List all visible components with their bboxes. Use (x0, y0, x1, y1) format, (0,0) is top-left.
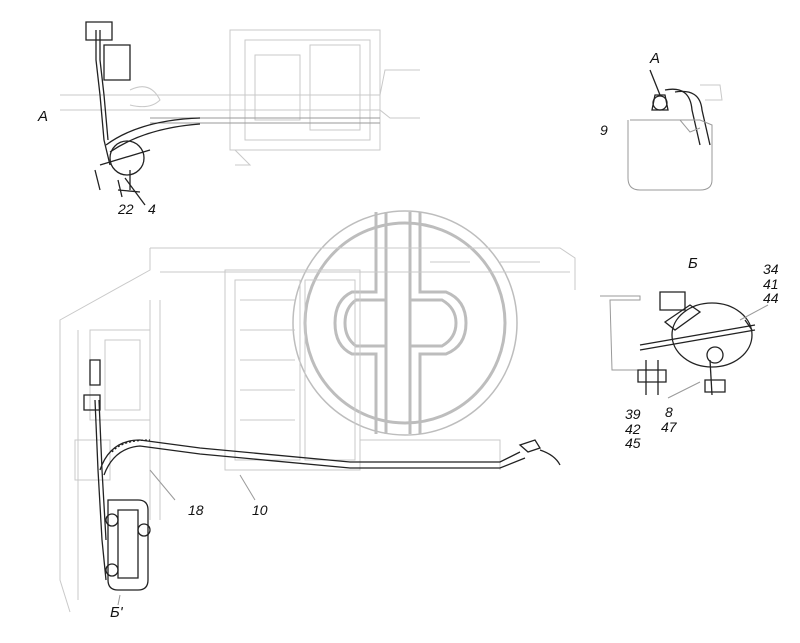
bottom-view-frame (59, 247, 576, 613)
top-view-pipes (85, 21, 201, 206)
view-a-marker-top: А (38, 108, 49, 125)
part-41-label: 41 (763, 276, 779, 292)
view-b-marker-bottom: Б' (110, 604, 123, 621)
view-b-detail-title: Б (688, 255, 698, 272)
top-view-frame (60, 29, 420, 166)
part-45-label: 45 (625, 435, 641, 451)
detail-view-a (627, 69, 723, 191)
part-18-label: 18 (188, 502, 204, 518)
part-10-label: 10 (252, 502, 268, 518)
part-34-label: 34 (763, 261, 779, 277)
part-4-label: 4 (148, 201, 156, 217)
view-a-detail-title: А (650, 50, 661, 67)
part-22-label: 22 (118, 201, 134, 217)
part-9-label: 9 (600, 122, 608, 138)
bottom-view-pipes (83, 359, 561, 606)
detail-view-b (600, 291, 769, 399)
part-44-label: 44 (763, 290, 779, 306)
part-8-label: 8 (665, 404, 673, 420)
watermark-logo (292, 210, 518, 436)
part-47-label: 47 (661, 419, 677, 435)
part-42-label: 42 (625, 421, 641, 437)
part-39-label: 39 (625, 406, 641, 422)
